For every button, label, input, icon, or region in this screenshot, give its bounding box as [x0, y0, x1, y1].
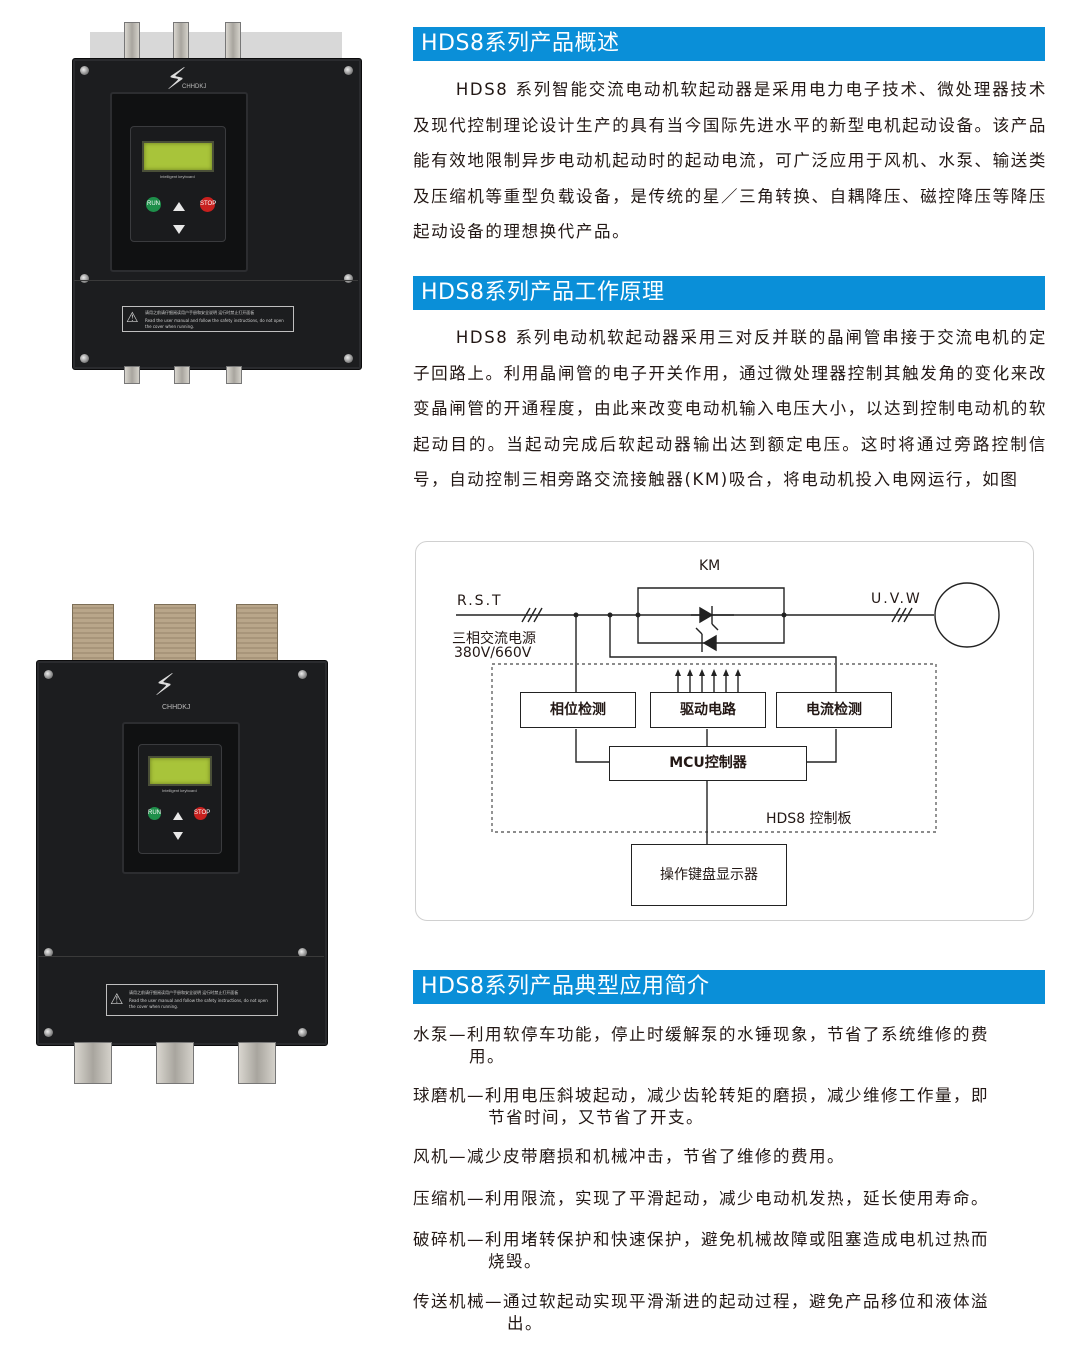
- keypad-display-box: 操作键盘显示器: [631, 844, 787, 906]
- busbar: [154, 604, 196, 668]
- control-board-label: HDS8 控制板: [766, 811, 852, 827]
- screw-icon: [344, 66, 353, 75]
- busbar: [236, 604, 278, 668]
- warning-text-cn: 请用之前请仔细阅读用户手册和安全说明 运行时禁止打开面板: [145, 310, 255, 315]
- current-detect-box: 电流检测: [776, 692, 892, 728]
- mcu-box: MCU控制器: [609, 746, 807, 781]
- application-text: 传送机械—通过软起动实现平滑渐进的起动过程，避免产品移位和液体溢: [413, 1292, 989, 1311]
- brand-label: CHHDKJ: [182, 84, 207, 90]
- device-image-large: ⚡ CHHDKJ Intelligent keyboard RUN STOP ⚠…: [34, 604, 334, 1086]
- terminal: [225, 22, 241, 62]
- km-label: KM: [699, 558, 721, 574]
- section-title-principle: HDS8系列产品工作原理: [413, 276, 1045, 310]
- logo-lightning-icon: ⚡: [154, 668, 176, 703]
- application-item: 传送机械—通过软起动实现平滑渐进的起动过程，避免产品移位和液体溢 出。: [413, 1291, 1047, 1335]
- overview-text: HDS8 系列智能交流电动机软起动器是采用电力电子技术、微处理器技术及现代控制理…: [413, 80, 1047, 241]
- section-title-applications: HDS8系列产品典型应用简介: [413, 970, 1045, 1004]
- up-arrow-icon[interactable]: [173, 812, 183, 820]
- terminal: [173, 22, 189, 62]
- application-item: 压缩机—利用限流，实现了平滑起动，减少电动机发热，延长使用寿命。: [413, 1188, 1047, 1210]
- device-image-small: ⚡ CHHDKJ Intelligent keyboard RUN STOP ⚠…: [66, 22, 366, 387]
- application-item: 风机—减少皮带磨损和机械冲击，节省了维修的费用。: [413, 1146, 1047, 1168]
- application-text-continued: 节省时间，又节省了开支。: [488, 1108, 704, 1127]
- application-text: 水泵—利用软停车功能，停止时缓解泵的水锤现象，节省了系统维修的费: [413, 1025, 989, 1044]
- diagram-lines: [456, 582, 1000, 846]
- application-text: 压缩机—利用限流，实现了平滑起动，减少电动机发热，延长使用寿命。: [413, 1189, 989, 1208]
- principle-text: HDS8 系列电动机软起动器采用三对反并联的晶闸管串接于交流电机的定子回路上。利…: [413, 328, 1047, 489]
- terminal: [226, 366, 242, 384]
- down-arrow-icon[interactable]: [173, 225, 185, 234]
- screw-icon: [80, 66, 89, 75]
- screw-icon: [80, 274, 89, 283]
- screw-icon: [298, 948, 307, 957]
- panel-divider: [38, 956, 324, 957]
- screw-icon: [44, 1028, 53, 1037]
- lcd-display: [148, 756, 212, 786]
- terminal: [74, 1042, 112, 1084]
- application-text-continued: 用。: [469, 1047, 505, 1066]
- warning-icon: ⚠: [110, 990, 124, 1008]
- terminal: [174, 366, 190, 384]
- screw-icon: [344, 274, 353, 283]
- application-text: 风机—减少皮带磨损和机械冲击，节省了维修的费用。: [413, 1147, 845, 1166]
- brand-label: CHHDKJ: [162, 704, 191, 711]
- application-item: 破碎机—利用堵转保护和快速保护，避免机械故障或阻塞造成电机过热而 烧毁。: [413, 1229, 1047, 1273]
- terminal: [124, 22, 140, 62]
- warning-text-en: Read the user manual and follow the safe…: [145, 318, 284, 329]
- screw-icon: [344, 354, 353, 363]
- keypad-label: Intelligent keyboard: [162, 788, 197, 793]
- warning-text-cn: 请用之前请仔细阅读用户手册和安全说明 运行时禁止打开面板: [129, 990, 239, 995]
- terminal: [238, 1042, 276, 1084]
- application-text: 球磨机—利用电压斜坡起动，减少齿轮转矩的磨损，减少维修工作量，即: [413, 1086, 989, 1105]
- run-button[interactable]: RUN: [148, 807, 161, 820]
- voltage-label: 380V/660V: [454, 645, 532, 661]
- section-title-overview: HDS8系列产品概述: [413, 27, 1045, 61]
- screw-icon: [44, 670, 53, 679]
- terminal: [156, 1042, 194, 1084]
- stop-button[interactable]: STOP: [200, 197, 216, 212]
- logo-lightning-icon: ⚡: [166, 62, 188, 97]
- warning-icon: ⚠: [126, 310, 139, 326]
- screw-icon: [298, 1028, 307, 1037]
- run-button[interactable]: RUN: [146, 197, 161, 212]
- principle-paragraph: HDS8 系列电动机软起动器采用三对反并联的晶闸管串接于交流电机的定子回路上。利…: [413, 320, 1047, 498]
- warning-label: ⚠ 请用之前请仔细阅读用户手册和安全说明 运行时禁止打开面板 Read the …: [122, 306, 294, 332]
- power-source-label: 三相交流电源: [452, 631, 536, 647]
- application-text: 破碎机—利用堵转保护和快速保护，避免机械故障或阻塞造成电机过热而: [413, 1230, 989, 1249]
- overview-paragraph: HDS8 系列智能交流电动机软起动器是采用电力电子技术、微处理器技术及现代控制理…: [413, 72, 1047, 250]
- screw-icon: [298, 670, 307, 679]
- stop-button[interactable]: STOP: [194, 807, 210, 820]
- screw-icon: [80, 354, 89, 363]
- application-text-continued: 烧毁。: [488, 1252, 542, 1271]
- terminal: [124, 366, 140, 384]
- drive-circuit-box: 驱动电路: [650, 692, 766, 728]
- application-item: 水泵—利用软停车功能，停止时缓解泵的水锤现象，节省了系统维修的费 用。: [413, 1024, 1047, 1068]
- phase-detect-box: 相位检测: [520, 692, 636, 728]
- warning-label: ⚠ 请用之前请仔细阅读用户手册和安全说明 运行时禁止打开面板 Read the …: [106, 984, 278, 1016]
- busbar: [72, 604, 114, 668]
- up-arrow-icon[interactable]: [173, 202, 185, 211]
- rst-label: R.S.T: [457, 593, 503, 609]
- application-item: 球磨机—利用电压斜坡起动，减少齿轮转矩的磨损，减少维修工作量，即 节省时间，又节…: [413, 1085, 1047, 1129]
- screw-icon: [44, 948, 53, 957]
- down-arrow-icon[interactable]: [173, 832, 183, 840]
- application-text-continued: 出。: [507, 1314, 543, 1333]
- warning-text-en: Read the user manual and follow the safe…: [129, 998, 268, 1009]
- uvw-label: U.V.W: [871, 591, 922, 607]
- keypad-label: Intelligent keyboard: [160, 174, 195, 179]
- panel-divider: [74, 280, 358, 281]
- lcd-display: [142, 141, 214, 172]
- control-diagram: KM R.S.T U.V.W 三相交流电源 380V/660V 相位检测 驱动电…: [415, 541, 1034, 921]
